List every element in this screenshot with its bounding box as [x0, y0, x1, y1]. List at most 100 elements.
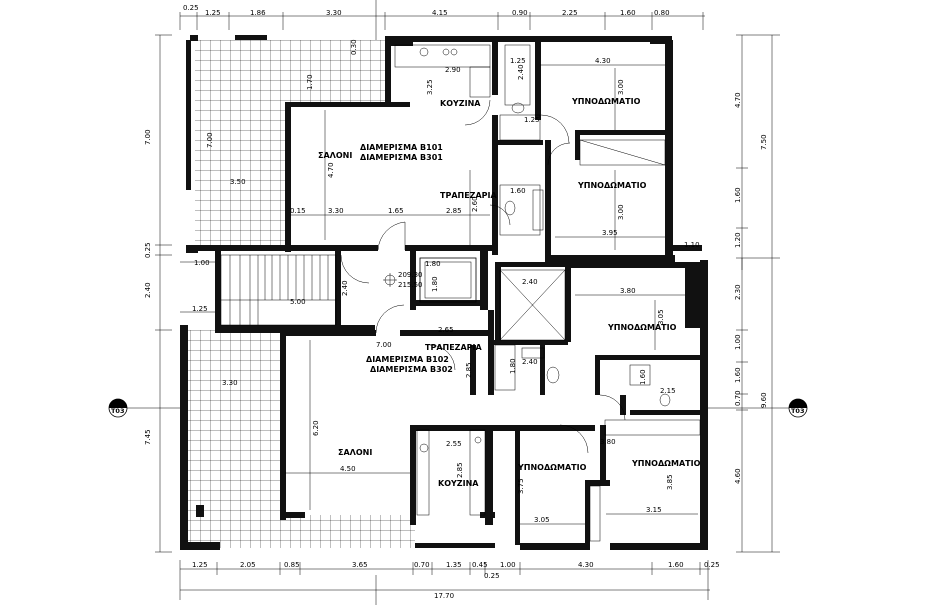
svg-text:6.20: 6.20: [312, 420, 320, 436]
total-width: 17.70: [434, 592, 454, 600]
dimension-text-left: 7.00 0.25 2.40 7.45 1.00 1.25: [144, 129, 210, 445]
room-bedroom-bottom-2: ΥΠΝΟΔΩΜΑΤΙΟ: [631, 459, 701, 468]
svg-text:3.30: 3.30: [222, 379, 238, 387]
svg-text:1.10: 1.10: [684, 241, 700, 249]
svg-text:1.25: 1.25: [192, 305, 208, 313]
interior-dimension-lines: [285, 64, 698, 525]
staircase: [220, 254, 337, 326]
svg-text:1.00: 1.00: [194, 259, 210, 267]
section-mark-left: Τ03: [111, 407, 124, 415]
svg-text:2.60: 2.60: [471, 196, 479, 212]
svg-text:2.55: 2.55: [446, 440, 462, 448]
svg-text:7.50: 7.50: [760, 134, 768, 150]
svg-text:1.80: 1.80: [509, 358, 517, 374]
svg-text:1.60: 1.60: [510, 187, 526, 195]
svg-text:1.00: 1.00: [500, 561, 516, 569]
dimension-text-interior: 2.90 1.25 4.30 3.00 3.25 2.40 1.70 1.25 …: [206, 39, 700, 524]
svg-text:7.00: 7.00: [206, 132, 214, 148]
svg-text:0.30: 0.30: [350, 39, 358, 55]
svg-text:3.00: 3.00: [617, 204, 625, 220]
svg-text:2.85: 2.85: [465, 362, 473, 378]
svg-text:1.20: 1.20: [734, 232, 742, 248]
svg-text:1.25: 1.25: [192, 561, 208, 569]
dimension-text-bottom: 1.25 2.05 0.85 3.65 0.70 1.35 0.45 1.00 …: [192, 561, 720, 600]
svg-text:3.80: 3.80: [600, 438, 616, 446]
room-labels: ΣΑΛΟΝΙ ΚΟΥΖΙΝΑ ΤΡΑΠΕΖΑΡΙΑ ΥΠΝΟΔΩΜΑΤΙΟ ΥΠ…: [318, 97, 701, 488]
svg-text:0.85: 0.85: [284, 561, 300, 569]
svg-text:2.30: 2.30: [734, 284, 742, 300]
room-living-bottom: ΣΑΛΟΝΙ: [338, 448, 372, 457]
doors: [340, 99, 626, 454]
svg-text:2.40: 2.40: [144, 282, 152, 298]
svg-text:3.65: 3.65: [352, 561, 368, 569]
room-bedroom-mid: ΥΠΝΟΔΩΜΑΤΙΟ: [607, 323, 677, 332]
fixtures: [394, 44, 701, 542]
svg-text:1.80: 1.80: [425, 260, 441, 268]
svg-text:1.25: 1.25: [205, 9, 221, 17]
dimension-text-right: 7.50 9.60 4.70 1.60 1.20 2.30 1.00 1.60 …: [734, 92, 768, 484]
section-marks: Τ03 Τ03: [108, 398, 808, 418]
svg-text:2.40: 2.40: [517, 64, 525, 80]
svg-text:2.40: 2.40: [341, 280, 349, 296]
svg-text:3.95: 3.95: [602, 229, 618, 237]
svg-text:2.40: 2.40: [522, 358, 538, 366]
svg-text:3.05: 3.05: [534, 516, 550, 524]
apartment-label-b302: ΔΙΑΜΕΡΙΣΜΑ Β302: [370, 365, 453, 374]
svg-text:0.70: 0.70: [414, 561, 430, 569]
svg-text:4.15: 4.15: [432, 9, 448, 17]
dimension-text-top: 0.25 1.25 1.86 3.30 4.15 0.90 2.25 1.60 …: [183, 4, 670, 17]
svg-text:2.90: 2.90: [445, 66, 461, 74]
svg-text:4.30: 4.30: [595, 57, 611, 65]
section-mark-right: Τ03: [791, 407, 804, 415]
svg-text:0.25: 0.25: [144, 242, 152, 258]
svg-text:1.70: 1.70: [306, 74, 314, 90]
level-lower: 215.50: [398, 281, 423, 289]
room-kitchen-top: ΚΟΥΖΙΝΑ: [440, 99, 481, 108]
svg-text:4.70: 4.70: [734, 92, 742, 108]
svg-text:1.60: 1.60: [668, 561, 684, 569]
svg-text:3.30: 3.30: [328, 207, 344, 215]
dimension-lines: [126, 0, 790, 605]
apartment-label-b101: ΔΙΑΜΕΡΙΣΜΑ Β101: [360, 143, 443, 152]
svg-text:1.60: 1.60: [734, 187, 742, 203]
room-dining-bottom: ΤΡΑΠΕΖΑΡΙΑ: [425, 343, 483, 352]
svg-text:1.25: 1.25: [524, 116, 540, 124]
room-bedroom-bottom-1: ΥΠΝΟΔΩΜΑΤΙΟ: [517, 463, 587, 472]
svg-text:4.30: 4.30: [578, 561, 594, 569]
svg-text:2.25: 2.25: [562, 9, 578, 17]
svg-text:0.25: 0.25: [704, 561, 720, 569]
elevator-shaft: [419, 257, 477, 303]
room-bedroom-top-2: ΥΠΝΟΔΩΜΑΤΙΟ: [577, 181, 647, 190]
svg-text:0.25: 0.25: [484, 572, 500, 580]
svg-text:1.25: 1.25: [510, 57, 526, 65]
svg-text:4.60: 4.60: [734, 468, 742, 484]
svg-text:2.15: 2.15: [660, 387, 676, 395]
svg-text:2.85: 2.85: [446, 207, 462, 215]
svg-text:7.00: 7.00: [376, 341, 392, 349]
room-kitchen-bottom: ΚΟΥΖΙΝΑ: [438, 479, 479, 488]
svg-text:2.40: 2.40: [522, 278, 538, 286]
room-dining-top: ΤΡΑΠΕΖΑΡΙΑ: [440, 191, 498, 200]
svg-text:2.65: 2.65: [438, 326, 454, 334]
svg-text:1.80: 1.80: [431, 276, 439, 292]
svg-text:0.15: 0.15: [290, 207, 306, 215]
apartment-label-b301: ΔΙΑΜΕΡΙΣΜΑ Β301: [360, 153, 443, 162]
svg-text:3.80: 3.80: [620, 287, 636, 295]
svg-text:4.50: 4.50: [340, 465, 356, 473]
svg-text:2.05: 2.05: [240, 561, 256, 569]
svg-text:1.60: 1.60: [620, 9, 636, 17]
level-upper: 209.30: [398, 271, 423, 279]
apartment-label-b102: ΔΙΑΜΕΡΙΣΜΑ Β102: [366, 355, 449, 364]
svg-text:0.80: 0.80: [654, 9, 670, 17]
svg-text:1.60: 1.60: [639, 369, 647, 385]
svg-text:1.00: 1.00: [734, 334, 742, 350]
svg-text:7.00: 7.00: [144, 129, 152, 145]
svg-text:1.60: 1.60: [734, 367, 742, 383]
svg-text:3.75: 3.75: [517, 478, 525, 494]
svg-text:1.35: 1.35: [446, 561, 462, 569]
svg-text:5.00: 5.00: [290, 298, 306, 306]
svg-text:0.45: 0.45: [472, 561, 488, 569]
room-bedroom-top-1: ΥΠΝΟΔΩΜΑΤΙΟ: [571, 97, 641, 106]
svg-text:3.00: 3.00: [617, 79, 625, 95]
